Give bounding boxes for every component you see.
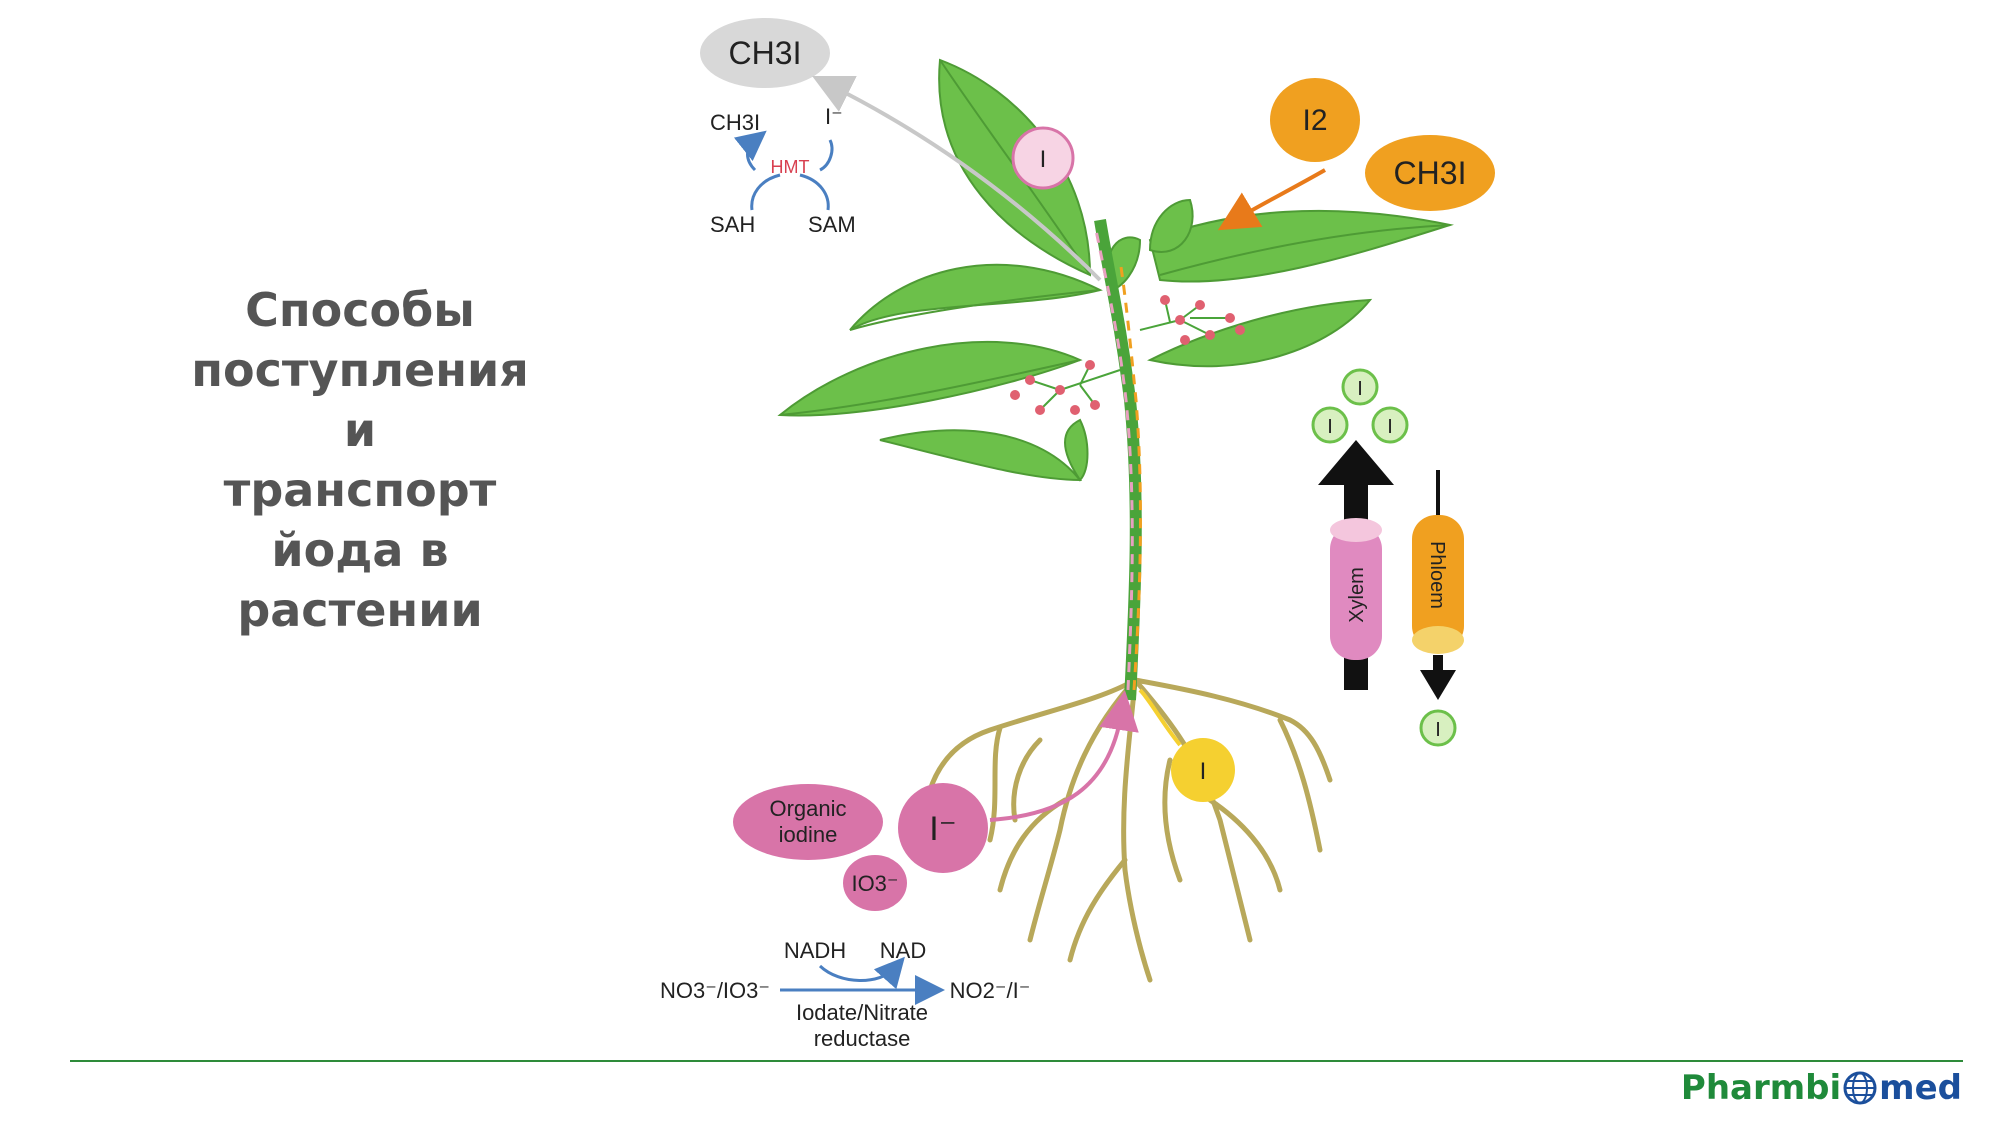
logo-text-part2: med [1879, 1068, 1962, 1108]
roots [927, 677, 1333, 983]
stem [1094, 219, 1142, 701]
reductase-reaction: NADH NAD NO3⁻/IO3⁻ NO2⁻/I⁻ Iodate/Nitrat… [660, 938, 1030, 1051]
iodide-bubble [898, 783, 988, 873]
iodate-label: IO3⁻ [851, 871, 898, 896]
iodate-bubble [843, 855, 907, 911]
hmt-iminus-label: I⁻ [825, 104, 843, 129]
flower-clusters [1010, 295, 1245, 415]
iodine-label: iodine [779, 822, 838, 847]
pharmbiomed-logo: Pharmbi med [1681, 1068, 1962, 1108]
sam-label: SAM [808, 212, 856, 237]
nadh-label: NADH [784, 938, 846, 963]
enzyme-line1: Iodate/Nitrate [796, 1000, 928, 1025]
xylem-label: Xylem [1346, 567, 1368, 623]
title-line: поступления [191, 343, 529, 397]
ch3i-right-label: CH3I [1394, 155, 1467, 191]
title-line: йода в [271, 523, 449, 577]
iodine-dot [1419, 709, 1457, 747]
hmt-enzyme-label: HMT [771, 157, 810, 177]
footer-divider [70, 1060, 1963, 1062]
hmt-ch3i-label: CH3I [710, 110, 760, 135]
sah-label: SAH [710, 212, 755, 237]
ch3i-right-bubble [1365, 135, 1495, 211]
title-line: Способы [245, 283, 475, 337]
hmt-cycle: CH3I I⁻ HMT SAH SAM [710, 104, 856, 237]
organic-iodine-bubble [733, 784, 883, 860]
i2-bubble [1270, 78, 1360, 162]
iodide-label: I⁻ [929, 810, 956, 848]
ch3i-top-label: CH3I [729, 35, 802, 71]
iodine-dot-label: I [1387, 416, 1393, 438]
iodine-dot-label: I [1357, 378, 1363, 400]
reaction-right-label: NO2⁻/I⁻ [950, 978, 1031, 1003]
organic-label: Organic [769, 796, 846, 821]
leaf-veins [779, 59, 1451, 416]
i2-label: I2 [1302, 104, 1327, 137]
transport-legend: I I I Xylem Phloem I [1311, 368, 1464, 747]
ch3i-top-bubble [700, 18, 830, 88]
phloem-label: Phloem [1426, 541, 1448, 609]
title-line: растении [237, 583, 483, 637]
iodine-dot [1341, 368, 1379, 406]
volatilization-arrow [812, 76, 1102, 282]
root-uptake-pink-arrow [989, 690, 1139, 822]
iodine-dot [1371, 406, 1409, 444]
leaf-iodine-bubble [1011, 126, 1075, 190]
iodine-dot-label: I [1435, 719, 1441, 741]
leaf-iodine-label: I [1040, 146, 1047, 173]
slide-title: Способы поступления и транспорт йода в р… [150, 280, 570, 640]
globe-icon [1843, 1071, 1877, 1105]
iodine-dot-label: I [1327, 416, 1333, 438]
phloem-tube [1412, 515, 1464, 650]
enzyme-line2: reductase [814, 1026, 911, 1051]
root-iodine-bubble [1171, 738, 1235, 802]
title-line: транспорт [223, 463, 497, 517]
logo-text-part1: Pharmbi [1680, 1068, 1842, 1108]
title-line: и [343, 403, 377, 457]
root-iodine-label: I [1200, 758, 1207, 785]
phloem-down-arrow [1420, 655, 1456, 700]
reaction-left-label: NO3⁻/IO3⁻ [660, 978, 770, 1003]
iodine-dot [1311, 406, 1349, 444]
nad-label: NAD [880, 938, 926, 963]
xylem-tube [1330, 525, 1382, 660]
uptake-orange-arrow [1217, 168, 1326, 231]
